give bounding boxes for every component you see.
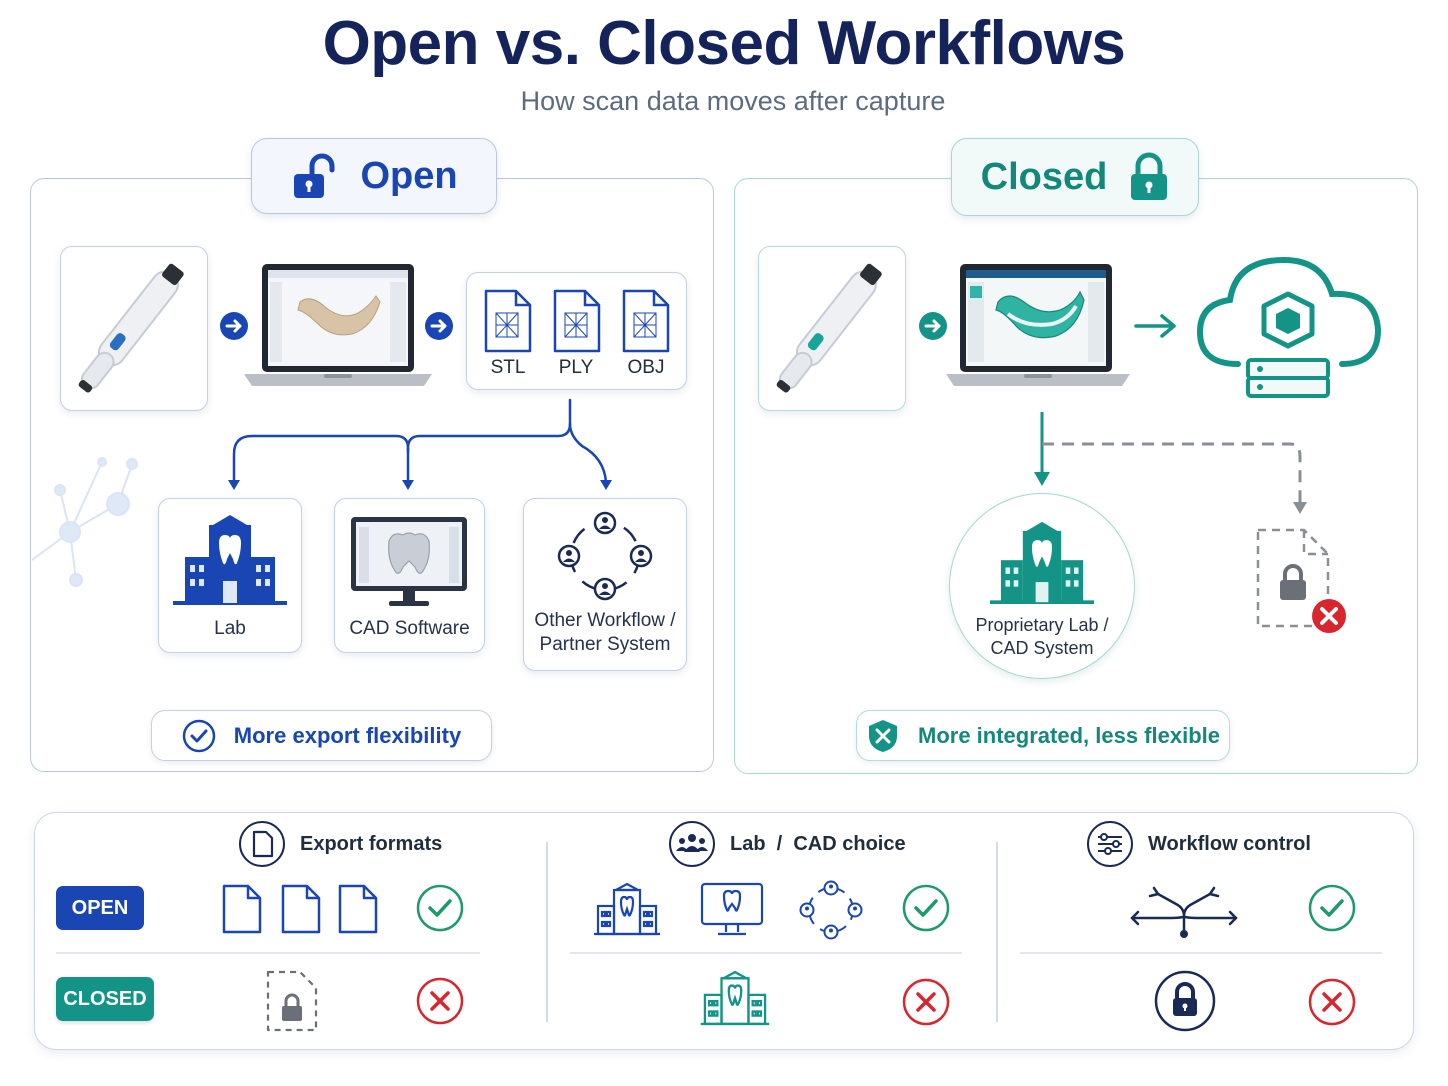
row-divider xyxy=(56,952,480,954)
branch-icon xyxy=(1130,886,1238,938)
check-icon xyxy=(902,884,950,932)
cloud-server-icon xyxy=(1196,256,1382,398)
open-summary-pill: More export flexibility xyxy=(151,710,492,761)
flow-arrow-icon xyxy=(220,312,248,340)
flow-arrow-icon xyxy=(919,312,947,340)
molecule-decoration xyxy=(32,457,138,587)
network-icon xyxy=(557,511,653,601)
cross-icon xyxy=(416,977,464,1025)
row-divider xyxy=(1020,952,1382,954)
lab-building-icon xyxy=(594,882,660,936)
lab-building-icon xyxy=(173,515,287,605)
column-workflow-control-label: Workflow control xyxy=(1148,832,1311,855)
closed-summary-pill: More integrated, less flexible xyxy=(856,710,1230,761)
badge-closed: CLOSED xyxy=(56,977,154,1021)
check-icon xyxy=(416,884,464,932)
destination-other-workflow[interactable]: Other Workflow / Partner System xyxy=(523,498,687,671)
column-export-formats: Export formats xyxy=(238,820,442,868)
sliders-icon xyxy=(1087,821,1133,867)
column-export-formats-label: Export formats xyxy=(300,832,443,855)
locked-file-icon xyxy=(266,970,318,1032)
check-icon xyxy=(182,719,216,752)
people-icon xyxy=(669,821,715,867)
file-icon xyxy=(222,884,378,934)
flow-arrow-icon xyxy=(1134,314,1176,338)
page-subtitle: How scan data moves after capture xyxy=(520,86,946,116)
proprietary-lab-circle[interactable]: Proprietary Lab / CAD System xyxy=(949,493,1135,679)
scanner-card-closed xyxy=(758,246,906,411)
format-label-stl: STL xyxy=(490,357,526,378)
laptop-icon xyxy=(946,264,1130,386)
flow-arrow-icon xyxy=(425,312,453,340)
destination-lab[interactable]: Lab xyxy=(158,498,302,653)
column-divider xyxy=(996,842,998,1022)
open-header: Open xyxy=(251,138,497,214)
lab-building-icon xyxy=(700,970,770,1026)
cross-icon xyxy=(902,978,950,1026)
destination-other-workflow-line1: Other Workflow / xyxy=(534,610,676,631)
lock-open-icon xyxy=(290,152,338,200)
shield-icon xyxy=(869,719,897,752)
file-icon xyxy=(239,821,285,867)
lab-building-icon xyxy=(989,521,1095,604)
branch-connectors xyxy=(228,398,612,490)
monitor-icon xyxy=(351,517,467,606)
proprietary-lab-line1: Proprietary Lab / xyxy=(975,615,1109,635)
proprietary-lab-line2: CAD System xyxy=(990,638,1094,658)
lock-icon xyxy=(1129,152,1169,202)
open-summary-text: More export flexibility xyxy=(233,722,462,748)
column-lab-cad-choice: Lab / CAD choice xyxy=(668,820,906,868)
laptop-icon xyxy=(244,264,432,386)
scanner-card-open xyxy=(60,246,208,411)
page-title: Open vs. Closed Workflows xyxy=(322,9,1126,78)
closed-connectors xyxy=(1034,412,1307,514)
network-icon xyxy=(799,880,863,940)
file-icon xyxy=(622,289,670,353)
file-formats-card: STL PLY OBJ xyxy=(466,272,687,390)
check-icon xyxy=(1308,884,1356,932)
file-icon xyxy=(484,289,532,353)
scanner-icon xyxy=(78,263,184,393)
monitor-icon xyxy=(700,882,764,936)
closed-header: Closed xyxy=(951,138,1199,216)
badge-open: OPEN xyxy=(56,886,144,930)
scanner-icon xyxy=(776,263,882,393)
locked-file-icon xyxy=(1256,528,1346,633)
format-label-ply: PLY xyxy=(558,357,594,378)
file-icon xyxy=(553,289,601,353)
cross-icon xyxy=(1308,978,1356,1026)
destination-cad-software-label: CAD Software xyxy=(349,618,470,639)
destination-other-workflow-line2: Partner System xyxy=(539,634,671,655)
column-lab-cad-choice-label: Lab / CAD choice xyxy=(730,832,906,855)
open-header-label: Open xyxy=(360,154,458,197)
column-workflow-control: Workflow control xyxy=(1086,820,1311,868)
row-divider xyxy=(570,952,962,954)
destination-cad-software[interactable]: CAD Software xyxy=(334,498,485,653)
closed-summary-text: More integrated, less flexible xyxy=(918,722,1220,748)
column-divider xyxy=(546,842,548,1022)
format-label-obj: OBJ xyxy=(627,357,665,378)
closed-header-label: Closed xyxy=(980,155,1108,198)
lock-icon xyxy=(1154,970,1216,1032)
destination-lab-label: Lab xyxy=(214,618,246,639)
